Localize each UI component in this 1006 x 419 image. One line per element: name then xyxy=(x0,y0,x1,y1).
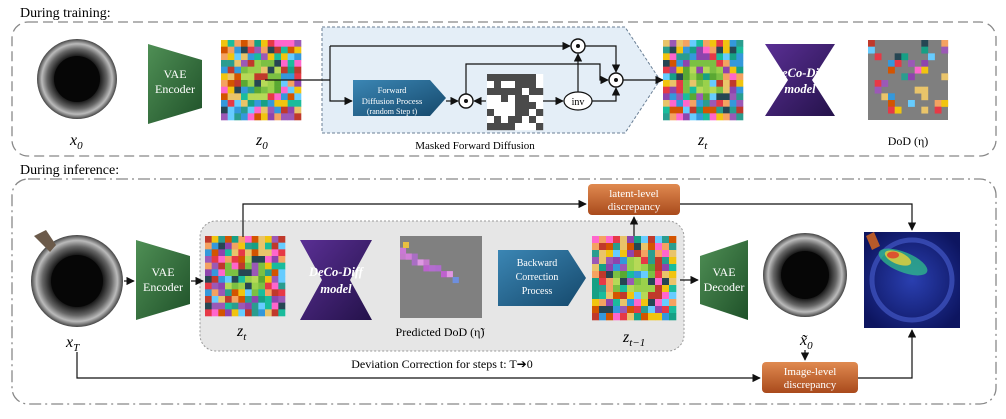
inference-frame xyxy=(11,178,997,405)
masked-caption: Masked Forward Diffusion xyxy=(415,140,535,152)
svg-text:Image-level: Image-level xyxy=(784,366,837,378)
xT-image xyxy=(31,230,123,327)
x0-tilde-label: x̃0 xyxy=(799,332,813,352)
training-heading: During training: xyxy=(20,6,111,21)
loop-caption: Deviation Correction for steps t: T➔0 xyxy=(351,357,532,371)
svg-text:VAE: VAE xyxy=(712,265,735,279)
svg-text:inv: inv xyxy=(572,97,585,108)
inference-heading: During inference: xyxy=(20,163,119,178)
zt-label-training: zt xyxy=(697,132,708,152)
z0-label: z0 xyxy=(255,132,268,152)
svg-text:VAE: VAE xyxy=(151,265,174,279)
svg-text:model: model xyxy=(784,82,816,96)
deco-diff-model-inference: DeCo-Diff model xyxy=(300,240,372,320)
svg-text:Process: Process xyxy=(522,286,553,297)
vae-decoder: VAE Decoder xyxy=(700,240,748,320)
svg-text:model: model xyxy=(320,282,352,296)
svg-text:Forward: Forward xyxy=(378,85,408,95)
x0-label: x0 xyxy=(69,132,83,152)
svg-text:discrepancy: discrepancy xyxy=(784,379,837,391)
backward-correction-process: Backward Correction Process xyxy=(498,250,586,306)
zt-label-inference: zt xyxy=(236,323,247,343)
svg-text:DeCo-Diff: DeCo-Diff xyxy=(772,66,829,80)
svg-text:DeCo-Diff: DeCo-Diff xyxy=(308,265,365,279)
svg-text:Backward: Backward xyxy=(517,258,558,269)
svg-text:Encoder: Encoder xyxy=(143,280,183,294)
svg-text:Correction: Correction xyxy=(516,272,559,283)
training-connections xyxy=(265,41,664,106)
vae-encoder-training: VAE Encoder xyxy=(148,44,202,124)
z0-latent xyxy=(221,40,302,121)
binary-mask xyxy=(487,74,544,131)
xT-label: xT xyxy=(65,334,80,354)
svg-text:Decoder: Decoder xyxy=(704,280,745,294)
latent-level-discrepancy: latent-level discrepancy xyxy=(588,184,680,215)
dod-map xyxy=(868,40,949,120)
multiply-operator-2 xyxy=(570,38,586,54)
dod-label: DoD (η) xyxy=(888,134,929,148)
x0-tilde-image xyxy=(763,233,847,317)
zt-minus-1-label: zt−1 xyxy=(622,329,645,349)
forward-diffusion-process: Forward Diffusion Process (random Step t… xyxy=(353,80,446,116)
predicted-dod-label: Predicted DoD (η̃) xyxy=(396,325,485,339)
deco-diff-model-training: DeCo-Diff model xyxy=(765,44,835,116)
predicted-dod-map xyxy=(400,236,482,318)
training-frame xyxy=(11,21,997,157)
inv-operator: inv xyxy=(563,91,593,111)
multiply-operator-3 xyxy=(608,72,624,88)
svg-text:latent-level: latent-level xyxy=(609,188,658,200)
svg-text:VAE: VAE xyxy=(163,67,186,81)
svg-text:discrepancy: discrepancy xyxy=(608,201,661,213)
zt-latent-training xyxy=(663,40,744,121)
image-level-discrepancy: Image-level discrepancy xyxy=(762,362,858,393)
vae-encoder-inference: VAE Encoder xyxy=(136,240,190,320)
multiply-operator-1 xyxy=(458,93,474,109)
zt-latent-inference xyxy=(205,236,286,317)
svg-text:(random Step t): (random Step t) xyxy=(367,107,418,116)
svg-text:Diffusion Process: Diffusion Process xyxy=(362,96,423,106)
svg-text:Encoder: Encoder xyxy=(155,82,195,96)
x0-image xyxy=(37,39,117,119)
anomaly-heatmap xyxy=(864,232,960,328)
zt-minus-1-latent xyxy=(592,236,677,321)
inference-connections xyxy=(76,199,917,383)
